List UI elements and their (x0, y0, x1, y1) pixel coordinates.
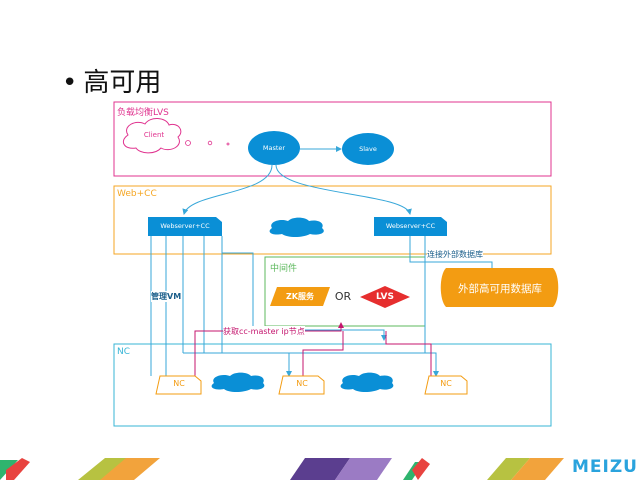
nc2-shape (278, 375, 325, 395)
webserver-right-box (374, 217, 447, 236)
connect-db-label: 连接外部数据库 (427, 249, 483, 260)
footer-shape-red (6, 458, 30, 480)
webserver-right-label: Webserver+CC (385, 222, 436, 230)
nc1-label: NC (173, 379, 185, 388)
footer-shape-orange-2 (511, 458, 564, 480)
web-group-box (113, 185, 552, 255)
nc3-shape (424, 375, 468, 395)
footer-shape-olive-1 (78, 458, 130, 480)
lvs-diamond (360, 286, 410, 308)
ellipsis-dot-1 (185, 140, 191, 146)
master-node (248, 131, 300, 165)
external-db-label: 外部高可用数据库 (458, 283, 542, 295)
manage-vm-bus (183, 352, 439, 377)
web-group-label: Web+CC (117, 189, 157, 199)
master-to-web-left (182, 164, 273, 215)
nc-group-label: NC (117, 347, 131, 357)
lvs-label: LVS (376, 292, 394, 302)
footer-shape-olive-2 (487, 458, 530, 480)
nc-cloud-2 (340, 372, 394, 392)
manage-vm-label: 管理VM (151, 291, 182, 302)
nc3-label: NC (440, 379, 452, 388)
slave-label: Slave (359, 145, 377, 153)
footer-shape-purple-2 (335, 458, 392, 480)
webserver-left-box (148, 217, 222, 236)
client-label: Client (143, 131, 165, 139)
nc2-to-middleware (302, 331, 344, 376)
get-master-ip-label: 获取cc-master ip节点 (223, 326, 305, 337)
footer-shape-purple-1 (290, 458, 350, 480)
nc1-shape (155, 375, 202, 395)
lb-group-label: 负载均衡LVS (117, 108, 169, 118)
nc-group-box (113, 343, 552, 427)
client-cloud-shape (122, 118, 182, 154)
ellipsis-dot-2 (207, 140, 213, 146)
nc2-label: NC (296, 379, 308, 388)
footer-shape-red-2 (412, 458, 430, 480)
master-to-web-right (275, 164, 412, 215)
lb-group-box (113, 101, 552, 177)
title-bullet: • (62, 68, 78, 98)
or-label: OR (334, 290, 352, 303)
external-db-shape (440, 268, 559, 307)
title-text: 高可用 (83, 68, 162, 98)
webserver-left-label: Webserver+CC (160, 222, 210, 230)
zk-shape (270, 287, 330, 306)
meizu-logo: MEIZU (572, 457, 638, 477)
slide-title: •高可用 (62, 62, 161, 99)
middleware-group-label: 中间件 (270, 264, 298, 274)
nc3-to-middleware (385, 331, 432, 376)
footer-shape-orange-1 (100, 458, 160, 480)
slave-node (342, 133, 394, 165)
zk-label: ZK服务 (286, 292, 314, 301)
master-label: Master (262, 144, 286, 152)
manage-vm-to-nc2 (222, 353, 289, 376)
nc-cloud-1 (211, 372, 265, 392)
ellipsis-dot-3 (226, 142, 230, 146)
web-cloud-shape (269, 217, 324, 237)
